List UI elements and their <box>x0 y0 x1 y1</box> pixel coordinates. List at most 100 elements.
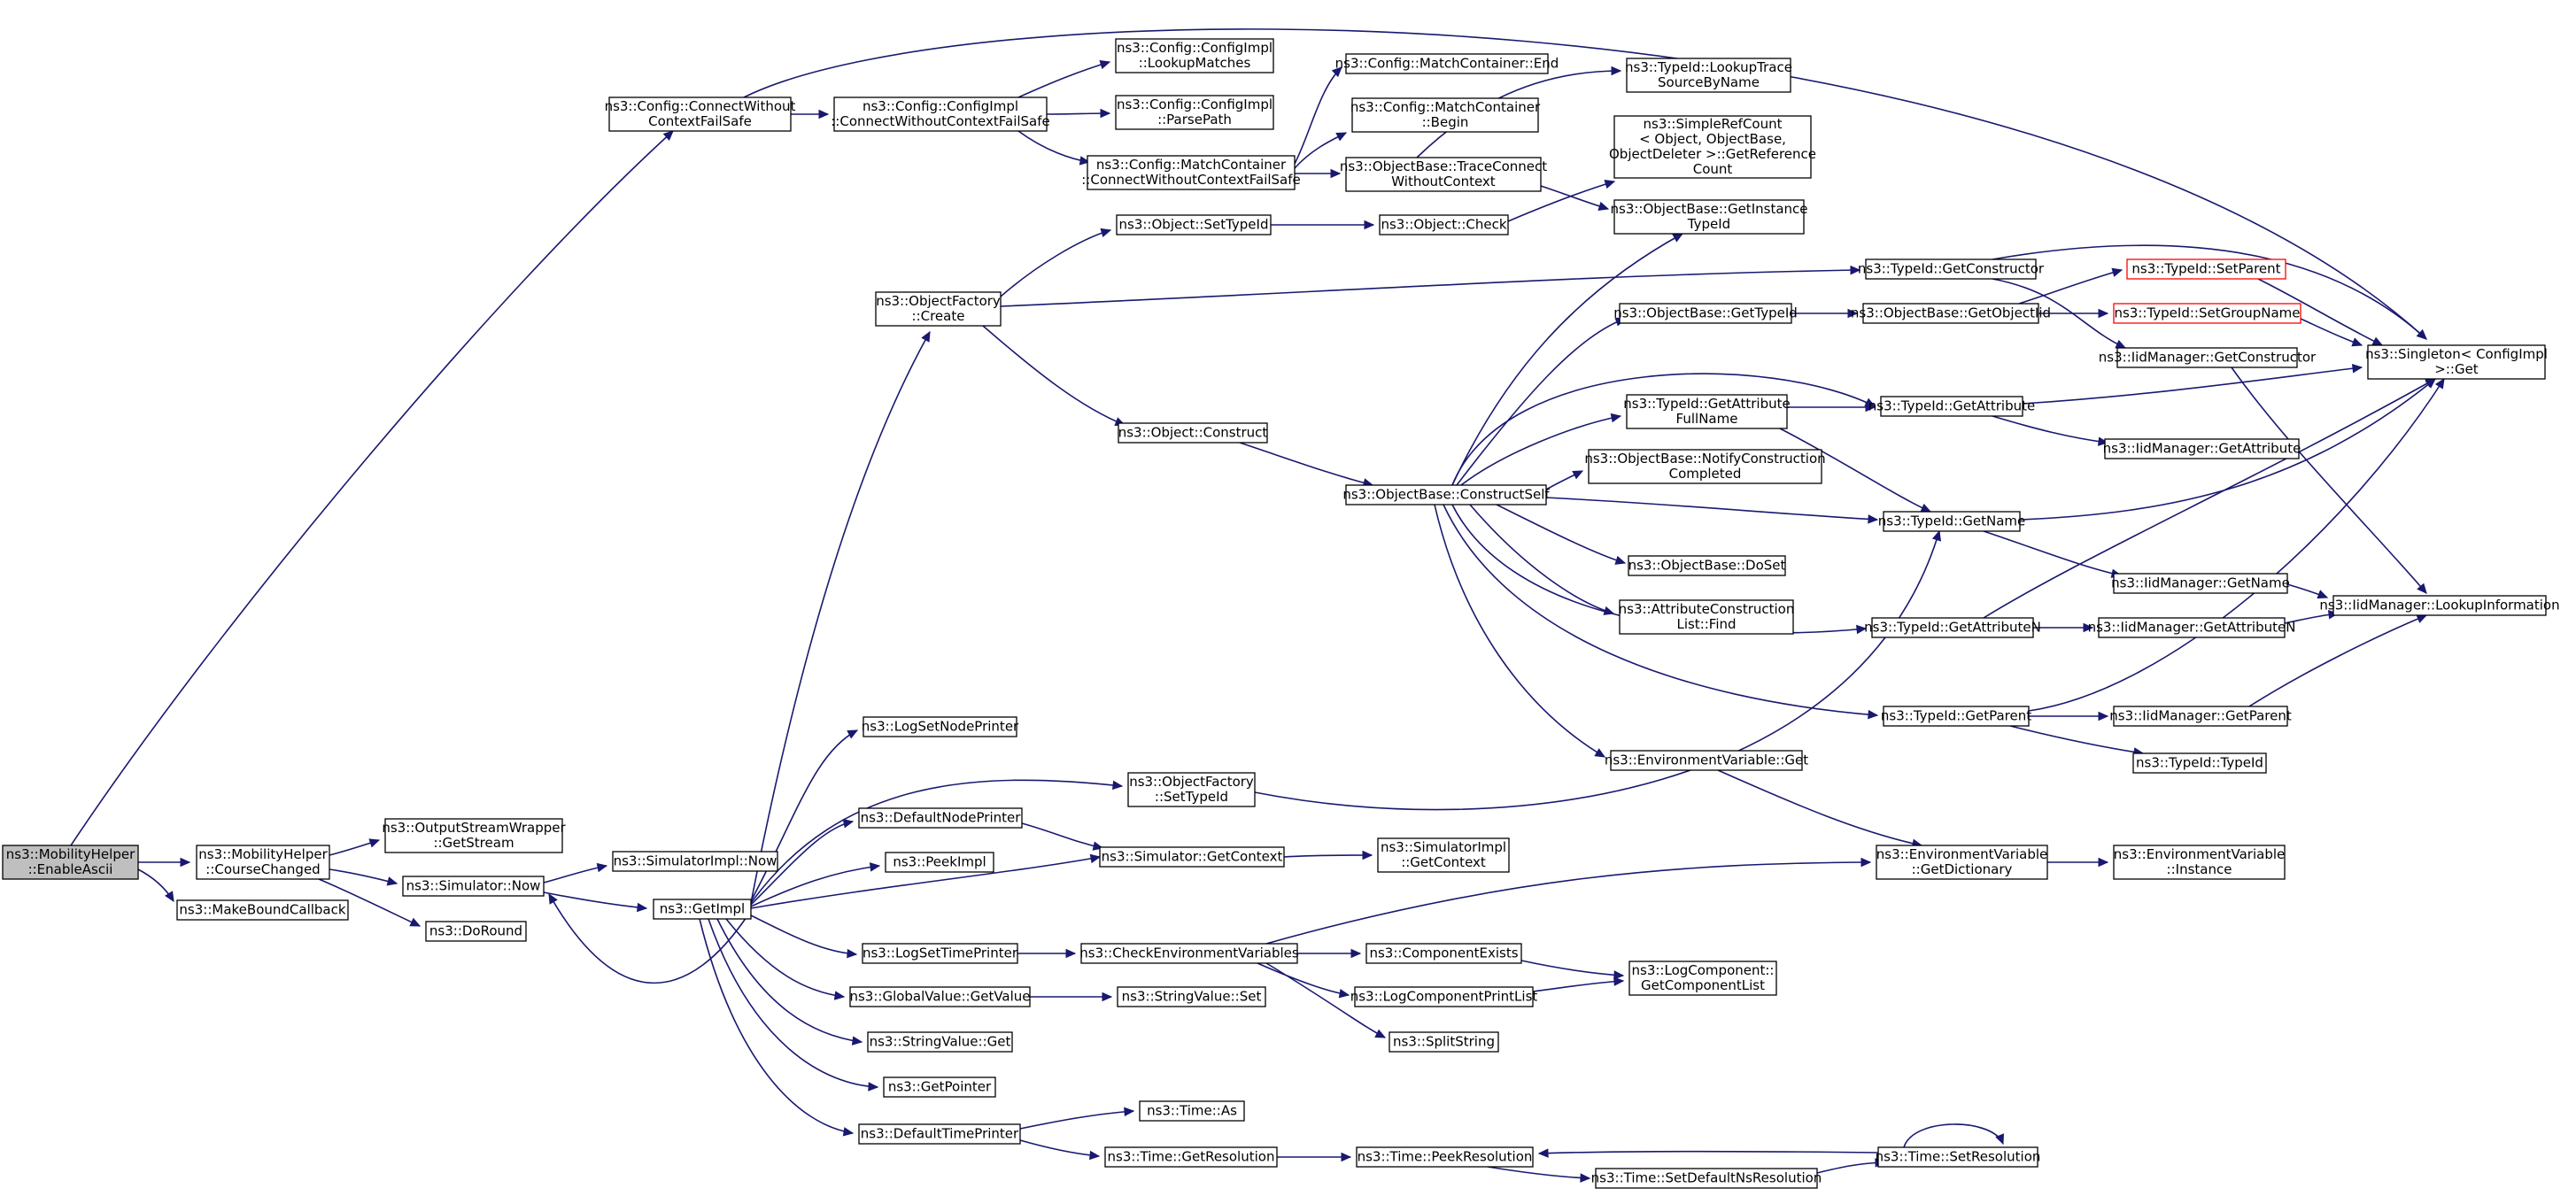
node-label: ns3::SimulatorImpl <box>1381 839 1506 855</box>
node-label: ns3::ObjectBase::ConstructSelf <box>1342 487 1550 503</box>
node-getpointer[interactable]: ns3::GetPointer <box>883 1076 996 1098</box>
edge-line <box>2231 367 2427 594</box>
node-setgroupname[interactable]: ns3::TypeId::SetGroupName <box>2113 303 2301 324</box>
node-doround[interactable]: ns3::DoRound <box>425 921 527 942</box>
node-componentexists[interactable]: ns3::ComponentExists <box>1365 943 1522 964</box>
node-splitstring[interactable]: ns3::SplitString <box>1389 1031 1499 1053</box>
edge-line <box>750 331 931 904</box>
node-envget[interactable]: ns3::EnvironmentVariable::Get <box>1605 750 1808 771</box>
edge-objfactcreate-to-objconstruct <box>982 325 1126 426</box>
node-getattributen[interactable]: ns3::TypeId::GetAttributeN <box>1864 617 2041 638</box>
node-mcend[interactable]: ns3::Config::MatchContainer::End <box>1335 53 1559 74</box>
arrow-head-icon <box>1089 853 1102 864</box>
node-label: ns3::DefaultTimePrinter <box>861 1126 1019 1142</box>
node-obgettypeid[interactable]: ns3::ObjectBase::GetTypeId <box>1613 303 1798 324</box>
node-label: ::Create <box>912 308 965 324</box>
node-timepeekres[interactable]: ns3::Time::PeekResolution <box>1356 1146 1534 1168</box>
node-iidgetparent[interactable]: ns3::IidManager::GetParent <box>2109 706 2292 727</box>
node-getparent[interactable]: ns3::TypeId::GetParent <box>1881 706 2031 727</box>
node-simplerefcount[interactable]: ns3::SimpleRefCount< Object, ObjectBase,… <box>1609 115 1816 179</box>
node-setparent[interactable]: ns3::TypeId::SetParent <box>2126 258 2286 280</box>
node-label: ns3::Object::Construct <box>1118 425 1268 441</box>
node-logsetnodeprinter[interactable]: ns3::LogSetNodePrinter <box>862 716 1019 737</box>
node-cfgconnect[interactable]: ns3::Config::ConnectWithoutContextFailSa… <box>605 96 796 132</box>
node-defaultnodeprinter[interactable]: ns3::DefaultNodePrinter <box>858 807 1023 829</box>
node-parsepath[interactable]: ns3::Config::ConfigImpl::ParsePath <box>1115 95 1274 130</box>
node-cfgimplconnect[interactable]: ns3::Config::ConfigImpl::ConnectWithoutC… <box>831 96 1050 132</box>
node-root[interactable]: ns3::MobilityHelper::EnableAscii <box>2 845 139 880</box>
edge-obgettypeid-to-obgetobjectiid <box>1791 308 1859 319</box>
node-logcompprintlist[interactable]: ns3::LogComponentPrintList <box>1350 986 1538 1007</box>
node-setTypeId[interactable]: ns3::Object::SetTypeId <box>1116 214 1272 235</box>
node-defaulttimeprinter[interactable]: ns3::DefaultTimePrinter <box>858 1123 1021 1145</box>
node-getimpl[interactable]: ns3::GetImpl <box>653 899 752 920</box>
node-iidlookupinfo[interactable]: ns3::IidManager::LookupInformation <box>2319 595 2560 616</box>
node-objconstruct[interactable]: ns3::Object::Construct <box>1118 422 1268 444</box>
node-timesetdefaultns[interactable]: ns3::Time::SetDefaultNsResolution <box>1591 1168 1822 1189</box>
arrow-head-icon <box>1330 168 1342 179</box>
node-objcheck[interactable]: ns3::Object::Check <box>1379 214 1509 235</box>
node-getattribute[interactable]: ns3::TypeId::GetAttribute <box>1868 396 2035 417</box>
edge-timesetres-to-timepeekres <box>1537 1148 1879 1158</box>
node-iidgetconstructor[interactable]: ns3::IidManager::GetConstructor <box>2099 347 2317 368</box>
node-iidgetname[interactable]: ns3::IidManager::GetName <box>2111 573 2290 594</box>
arrow-head-icon <box>1089 1150 1101 1161</box>
node-simgetcontext[interactable]: ns3::Simulator::GetContext <box>1099 846 1285 868</box>
node-label: ns3::TypeId::LookupTrace <box>1625 59 1792 75</box>
node-getconstructor[interactable]: ns3::TypeId::GetConstructor <box>1858 258 2045 280</box>
node-globalvalueget[interactable]: ns3::GlobalValue::GetValue <box>849 986 1031 1007</box>
edge-timesetres-to-timesetres <box>1903 1123 2004 1148</box>
node-singleton[interactable]: ns3::Singleton< ConfigImpl>::Get <box>2365 344 2548 380</box>
node-logcomplist[interactable]: ns3::LogComponent::GetComponentList <box>1628 961 1777 996</box>
node-iidgetattributen[interactable]: ns3::IidManager::GetAttributeN <box>2088 617 2296 638</box>
node-peekimpl[interactable]: ns3::PeekImpl <box>885 852 994 873</box>
node-typeidtypeid[interactable]: ns3::TypeId::TypeId <box>2132 752 2267 774</box>
edge-line <box>2009 725 2144 754</box>
node-course[interactable]: ns3::MobilityHelper::CourseChanged <box>196 845 330 880</box>
arrow-head-icon <box>1604 179 1616 189</box>
node-simnow[interactable]: ns3::Simulator::Now <box>402 876 545 897</box>
node-mcbegin[interactable]: ns3::Config::MatchContainer::Begin <box>1350 97 1541 133</box>
node-mcconnect[interactable]: ns3::Config::MatchContainer::ConnectWith… <box>1081 155 1301 190</box>
node-getname[interactable]: ns3::TypeId::GetName <box>1878 511 2025 532</box>
node-doset[interactable]: ns3::ObjectBase::DoSet <box>1628 555 1786 576</box>
node-label: ns3::SimulatorImpl::Now <box>614 853 777 869</box>
node-simimplnow[interactable]: ns3::SimulatorImpl::Now <box>612 851 778 872</box>
node-iidgetattribute[interactable]: ns3::IidManager::GetAttribute <box>2103 438 2301 459</box>
node-envgetdict[interactable]: ns3::EnvironmentVariable::GetDictionary <box>1876 845 2048 880</box>
node-box <box>883 1076 996 1098</box>
node-label: ::GetDictionary <box>1912 861 2013 877</box>
node-objfactsettypeid[interactable]: ns3::ObjectFactory::SetTypeId <box>1127 772 1256 807</box>
node-notifyconstruction[interactable]: ns3::ObjectBase::NotifyConstructionCompl… <box>1584 449 1826 484</box>
node-timeas[interactable]: ns3::Time::As <box>1139 1100 1245 1122</box>
node-outstream[interactable]: ns3::OutputStreamWrapper::GetStream <box>382 818 566 853</box>
edge-line <box>1779 428 1931 513</box>
arrow-head-icon <box>2416 614 2428 623</box>
edge-line <box>750 779 1123 904</box>
node-label: ns3::Config::MatchContainer <box>1350 99 1541 115</box>
node-constructself[interactable]: ns3::ObjectBase::ConstructSelf <box>1342 484 1550 505</box>
node-objfactcreate[interactable]: ns3::ObjectFactory::Create <box>875 291 1002 327</box>
node-checkenv[interactable]: ns3::CheckEnvironmentVariables <box>1079 943 1299 964</box>
node-label: ::GetContext <box>1401 854 1486 870</box>
node-lookupmatches[interactable]: ns3::Config::ConfigImpl::LookupMatches <box>1115 38 1274 73</box>
node-stringvalueset[interactable]: ns3::StringValue::Set <box>1117 986 1266 1007</box>
node-logsettimeprinter[interactable]: ns3::LogSetTimePrinter <box>862 943 1018 964</box>
node-timesetres[interactable]: ns3::Time::SetResolution <box>1876 1146 2041 1168</box>
node-simimplgetcontext[interactable]: ns3::SimulatorImpl::GetContext <box>1377 837 1510 873</box>
node-stringvalueget[interactable]: ns3::StringValue::Get <box>867 1031 1013 1053</box>
arrow-head-icon <box>1580 1173 1591 1183</box>
node-label: ObjectDeleter >::GetReference <box>1609 146 1816 162</box>
node-timegetres[interactable]: ns3::Time::GetResolution <box>1104 1146 1278 1168</box>
edge-constructself-to-getparent <box>1443 504 1879 720</box>
edge-line <box>1456 318 1626 486</box>
node-traceconnect[interactable]: ns3::ObjectBase::TraceConnectWithoutCont… <box>1340 157 1547 192</box>
node-label: ns3::ComponentExists <box>1369 945 1518 961</box>
node-envinstance[interactable]: ns3::EnvironmentVariable::Instance <box>2113 845 2286 880</box>
node-makebound[interactable]: ns3::MakeBoundCallback <box>176 899 349 921</box>
node-obgetobjectiid[interactable]: ns3::ObjectBase::GetObjectIid <box>1851 303 2051 324</box>
